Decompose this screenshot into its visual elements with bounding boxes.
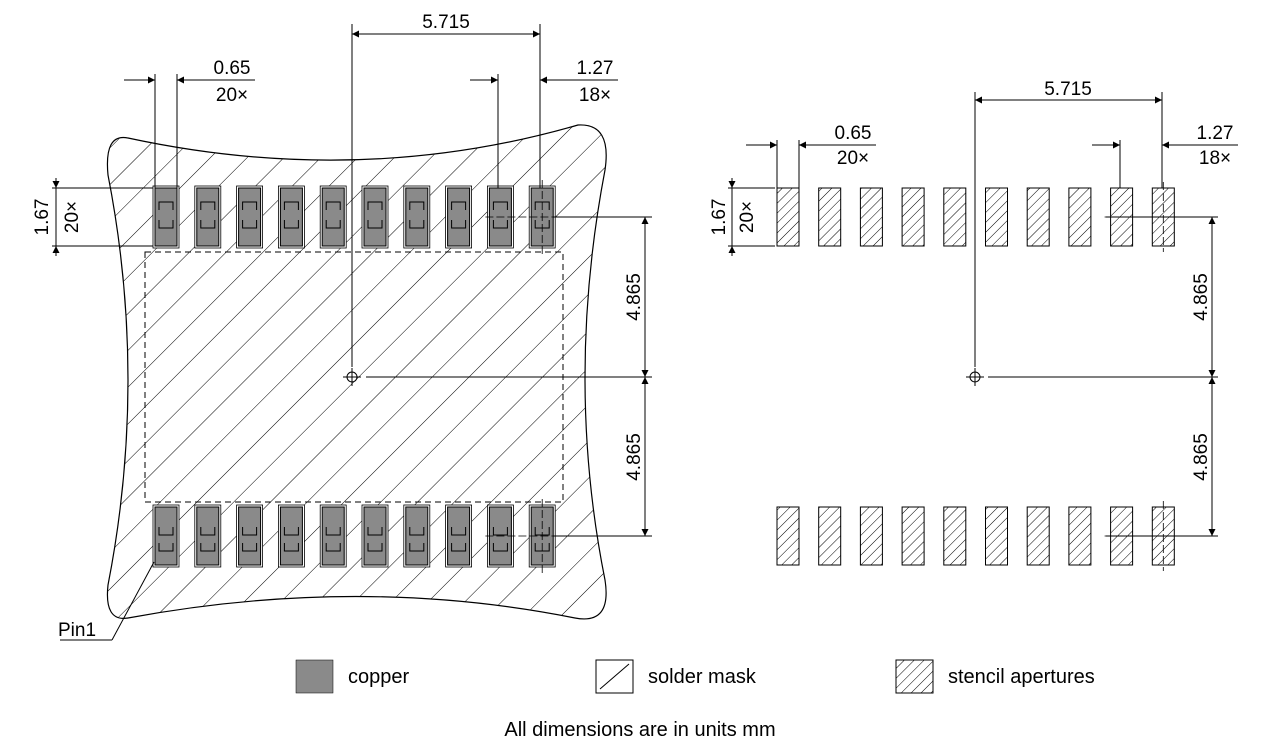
copper-pad bbox=[277, 185, 305, 249]
footprint-pads-top-row bbox=[152, 180, 558, 254]
stencil-aperture bbox=[943, 506, 967, 566]
pin1-label: Pin1 bbox=[58, 620, 96, 641]
stencil-view: 5.715 0.65 20× 1.27 18× 1.67 20× bbox=[709, 79, 1238, 571]
copper-pad bbox=[319, 185, 347, 249]
copper-pad bbox=[194, 185, 222, 249]
stencil-dim-pad-width: 0.65 20× bbox=[746, 123, 876, 188]
solder-mask-outline bbox=[106, 124, 607, 620]
stencil-dim-pitch: 1.27 18× bbox=[1092, 123, 1238, 188]
copper-pad bbox=[361, 504, 389, 568]
footprint-dim-pitch: 1.27 18× bbox=[470, 58, 618, 188]
stencil-center-mark bbox=[966, 368, 984, 386]
stencil-aperture bbox=[776, 187, 800, 247]
stencil-pad-width-label: 0.65 bbox=[835, 123, 872, 144]
stencil-dim-span-x: 5.715 bbox=[974, 79, 1163, 367]
legend-swatch-stencil bbox=[895, 659, 934, 694]
pin1-callout: Pin1 bbox=[58, 561, 155, 641]
stencil-aperture bbox=[818, 187, 842, 247]
stencil-aperture bbox=[1068, 506, 1092, 566]
legend-item-copper: copper bbox=[295, 659, 409, 694]
legend-item-stencil: stencil apertures bbox=[895, 659, 1095, 694]
legend-swatch-copper bbox=[295, 659, 334, 694]
stencil-aperture bbox=[818, 506, 842, 566]
stencil-row-offset-top-label: 4.865 bbox=[1191, 273, 1212, 321]
footprint-dim-row-offsets: 4.865 4.865 bbox=[366, 216, 652, 537]
legend-label-copper: copper bbox=[348, 666, 409, 688]
footprint-pad-height-label: 1.67 bbox=[32, 199, 53, 236]
copper-pad bbox=[152, 504, 180, 568]
stencil-aperture bbox=[1026, 187, 1050, 247]
legend-label-solder-mask: solder mask bbox=[648, 666, 757, 688]
footprint-pad-height-count: 20× bbox=[62, 201, 83, 233]
stencil-apertures-top-row bbox=[776, 182, 1181, 252]
copper-pad bbox=[445, 504, 473, 568]
stencil-aperture bbox=[901, 187, 925, 247]
stencil-aperture bbox=[985, 187, 1008, 247]
footprint-row-offset-bottom-label: 4.865 bbox=[624, 433, 645, 481]
stencil-dim-pad-height: 1.67 20× bbox=[709, 178, 775, 256]
copper-pad bbox=[403, 185, 431, 249]
footprint-dim-pad-height: 1.67 20× bbox=[32, 178, 153, 256]
copper-pad bbox=[194, 504, 222, 568]
copper-pad bbox=[236, 504, 264, 568]
copper-pad bbox=[361, 185, 389, 249]
copper-pad bbox=[403, 504, 431, 568]
copper-pad bbox=[277, 504, 305, 568]
footprint-row-offset-top-label: 4.865 bbox=[624, 273, 645, 321]
copper-pad bbox=[445, 185, 473, 249]
stencil-aperture bbox=[1068, 187, 1092, 247]
stencil-aperture bbox=[1026, 506, 1050, 566]
stencil-aperture bbox=[901, 506, 925, 566]
footprint-pitch-label: 1.27 bbox=[577, 58, 614, 79]
stencil-row-offset-bottom-label: 4.865 bbox=[1191, 433, 1212, 481]
footprint-pad-width-label: 0.65 bbox=[214, 58, 251, 79]
stencil-aperture bbox=[859, 506, 883, 566]
stencil-aperture bbox=[943, 187, 967, 247]
stencil-span-x-label: 5.715 bbox=[1044, 79, 1092, 100]
footprint-pad-width-count: 20× bbox=[216, 85, 248, 106]
stencil-pitch-count: 18× bbox=[1199, 148, 1231, 169]
copper-pad bbox=[319, 504, 347, 568]
footprint-dim-span-x: 5.715 bbox=[351, 12, 541, 367]
footprint-pads-bottom-row bbox=[152, 499, 558, 573]
copper-pad bbox=[152, 185, 180, 249]
stencil-aperture bbox=[859, 187, 883, 247]
footprint-pitch-count: 18× bbox=[579, 85, 611, 106]
legend: copper solder mask stencil apertures bbox=[295, 659, 1095, 694]
footprint-view: 5.715 0.65 20× 1.27 18× bbox=[32, 12, 652, 641]
stencil-aperture bbox=[985, 506, 1008, 566]
footprint-dim-pad-width: 0.65 20× bbox=[124, 58, 255, 188]
stencil-pad-height-count: 20× bbox=[737, 201, 758, 233]
legend-label-stencil: stencil apertures bbox=[948, 666, 1095, 688]
copper-pad bbox=[236, 185, 264, 249]
stencil-dim-row-offsets: 4.865 4.865 bbox=[988, 216, 1218, 537]
stencil-pitch-label: 1.27 bbox=[1197, 123, 1234, 144]
stencil-aperture bbox=[776, 506, 800, 566]
legend-item-solder-mask: solder mask bbox=[595, 659, 757, 694]
stencil-pad-width-count: 20× bbox=[837, 148, 869, 169]
stencil-pad-height-label: 1.67 bbox=[709, 199, 730, 236]
footprint-center-mark bbox=[343, 368, 361, 386]
footprint-span-x-label: 5.715 bbox=[422, 12, 470, 33]
units-note: All dimensions are in units mm bbox=[504, 719, 775, 741]
stencil-apertures-bottom-row bbox=[776, 501, 1181, 571]
